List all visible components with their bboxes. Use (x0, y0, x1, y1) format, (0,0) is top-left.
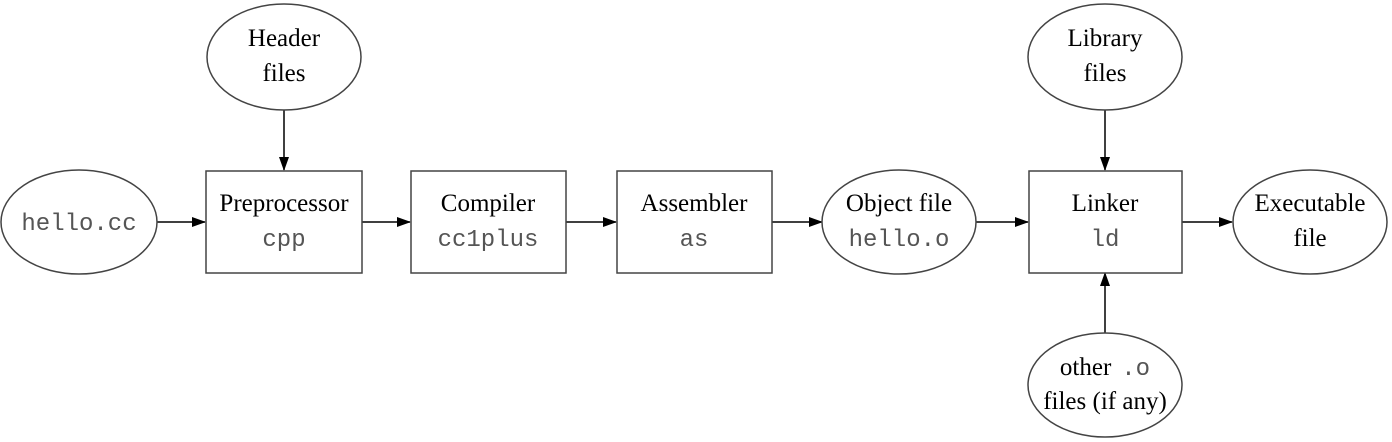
assembler-node: Assembler as (616, 170, 773, 274)
linker-title: Linker (1072, 190, 1139, 217)
object-file-cmd: hello.o (849, 227, 950, 254)
other-o-text: other (1060, 354, 1112, 381)
object-file-title: Object file (846, 190, 952, 217)
assembler-title: Assembler (641, 190, 749, 217)
header-files-node: Header files (206, 3, 362, 111)
header-files-line2: files (262, 60, 305, 87)
compiler-title: Compiler (441, 190, 536, 217)
other-o-mono: .o (1121, 356, 1150, 383)
compiler-cmd: cc1plus (438, 227, 539, 254)
library-files-line2: files (1083, 60, 1126, 87)
preprocessor-cmd: cpp (262, 227, 305, 254)
hello-cc-label: hello.cc (21, 211, 136, 238)
library-files-node: Library files (1027, 3, 1183, 111)
hello-cc-node: hello.cc (0, 169, 158, 275)
linker-node: Linker ld (1028, 170, 1183, 274)
header-files-line1: Header (248, 25, 321, 52)
executable-file-node: Executable file (1232, 169, 1388, 275)
other-o-files-node: other .o files (if any) (1027, 332, 1183, 438)
other-o-line1: other .o (1060, 354, 1150, 383)
linker-cmd: ld (1091, 227, 1120, 254)
library-files-line1: Library (1068, 25, 1143, 52)
object-file-node: Object file hello.o (821, 169, 977, 275)
preprocessor-node: Preprocessor cpp (205, 170, 363, 274)
compiler-node: Compiler cc1plus (410, 170, 567, 274)
assembler-cmd: as (680, 227, 709, 254)
other-o-line2: files (if any) (1043, 388, 1167, 415)
executable-line2: file (1293, 225, 1326, 252)
executable-line1: Executable (1254, 190, 1365, 217)
preprocessor-title: Preprocessor (219, 190, 349, 217)
